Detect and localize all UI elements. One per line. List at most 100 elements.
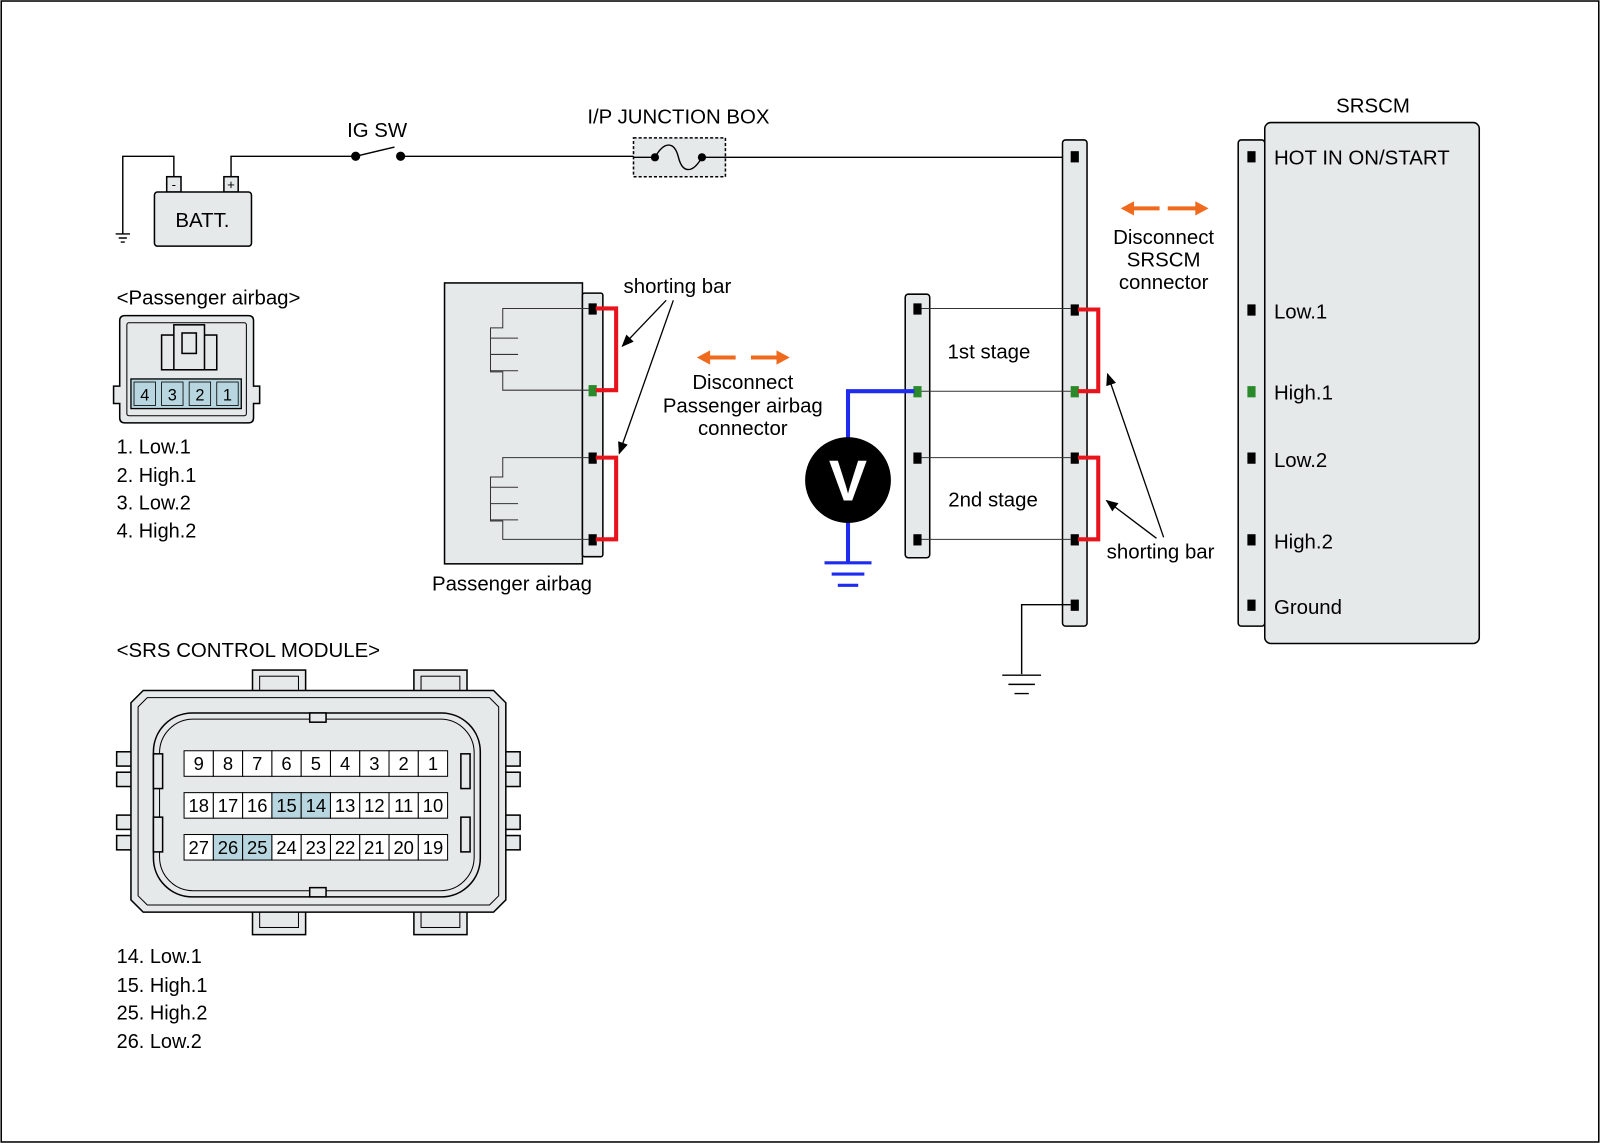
disconnect-airbag-line1: Disconnect — [692, 372, 793, 394]
disconnect-airbag-line2: Passenger airbag — [663, 396, 823, 418]
disconnect-srscm-arrows-icon — [1120, 201, 1209, 216]
srs-pin-cell: 10 — [417, 792, 449, 819]
stage-connector-pin — [913, 452, 922, 464]
srs-legend-item: 15. High.1 — [117, 975, 208, 997]
airbag-connector-pin-cell — [133, 381, 156, 406]
srs-pin-number: 20 — [393, 837, 413, 858]
stage-connector-pin — [913, 303, 922, 315]
srs-pin-cell: 2 — [388, 750, 419, 777]
battery — [153, 191, 253, 247]
srs-pin-number: 25 — [247, 837, 267, 858]
srs-pin-number: 11 — [394, 795, 413, 816]
ground-icon — [115, 233, 130, 243]
srs-pin-cell: 7 — [242, 750, 273, 777]
passenger-airbag — [443, 282, 604, 565]
ig-switch-label: IG SW — [347, 120, 408, 142]
srs-pin-cell: 8 — [212, 750, 244, 777]
connector-pin — [1070, 452, 1079, 464]
airbag-connector-pin-number: 4 — [140, 386, 149, 404]
srs-pin-cell: 27 — [183, 834, 214, 861]
srs-pin-cell: 3 — [359, 750, 390, 777]
srs-pin-number: 5 — [311, 753, 321, 774]
stage-1-label: 1st stage — [948, 342, 1031, 364]
srs-pin-cell-box — [417, 834, 449, 861]
srs-pin-cell-box — [417, 792, 449, 819]
srs-pin-number: 3 — [369, 753, 379, 774]
power-circuit: - + BATT. IG SW I/P JUNCTION BOX — [115, 107, 1071, 247]
airbag-pin — [588, 452, 597, 464]
srs-pin-cell: 21 — [359, 834, 390, 861]
srs-pin-number: 24 — [276, 837, 296, 858]
srs-pin-number: 26 — [218, 837, 238, 858]
airbag-connector-pin-number: 2 — [195, 386, 204, 404]
srs-pin-cell: 1 — [417, 750, 449, 777]
srs-pin-number: 12 — [364, 795, 384, 816]
srs-pin-cell: 24 — [271, 834, 302, 861]
srs-pin-cell: 4 — [329, 750, 361, 777]
voltmeter-symbol: V — [829, 450, 867, 514]
shorting-bar-1st-stage — [1077, 307, 1101, 394]
stage-test-connector — [904, 293, 1071, 559]
disconnect-airbag-line3: connector — [698, 418, 788, 440]
shorting-bar-label-right: shorting bar — [1107, 542, 1215, 564]
airbag-connector-pin-number: 3 — [168, 386, 177, 404]
srs-legend-item: 25. High.2 — [117, 1002, 208, 1024]
airbag-legend-item: 1. Low.1 — [117, 437, 191, 459]
srs-pin-cell: 9 — [183, 750, 214, 777]
fuse-icon — [633, 144, 726, 171]
srs-pin-cell: 6 — [271, 750, 302, 777]
srs-pin-number: 16 — [247, 795, 267, 816]
connector-pin — [1070, 534, 1079, 546]
srs-legend-item: 14. Low.1 — [117, 946, 202, 968]
srs-pin-number: 13 — [335, 795, 355, 816]
srs-pin-number: 23 — [306, 837, 326, 858]
airbag-legend-item: 3. Low.2 — [117, 493, 191, 515]
airbag-connector-pin-number: 1 — [223, 386, 232, 404]
srscm-terminal-hot-in: HOT IN ON/START — [1274, 147, 1450, 169]
srs-pin-cell: 19 — [417, 834, 449, 861]
disconnect-srscm-line1: Disconnect — [1113, 227, 1214, 249]
srs-pin-cell-box — [300, 834, 331, 861]
airbag-pin — [588, 534, 597, 546]
battery-negative-wire — [122, 155, 175, 234]
stage-2-label: 2nd stage — [948, 490, 1038, 512]
srscm: SRSCM HOT IN ON/START Low.1 High.1 Low.2… — [1237, 95, 1481, 645]
connector-pin — [1070, 304, 1079, 316]
srs-pin-cell-box — [271, 792, 302, 819]
srs-pin-cell-box — [359, 834, 390, 861]
srs-pin-cell: 5 — [300, 750, 331, 777]
srs-pin-number: 21 — [364, 837, 384, 858]
stage-connector-pin — [913, 534, 922, 546]
ground-wire — [1020, 603, 1071, 675]
airbag-legend-item: 4. High.2 — [117, 520, 197, 542]
srs-pin-number: 14 — [306, 795, 326, 816]
srscm-pin-high1 — [1247, 386, 1256, 398]
stage-connector-pin-high1 — [913, 386, 922, 398]
srs-pin-cell: 25 — [242, 834, 273, 861]
srs-pin-cell-box — [183, 750, 214, 777]
srscm-harness-connector — [1061, 139, 1088, 627]
srs-legend-item: 26. Low.2 — [117, 1031, 202, 1053]
srscm-terminal-low1: Low.1 — [1274, 302, 1327, 324]
srscm-terminal-low2: Low.2 — [1274, 450, 1327, 472]
srs-pin-cell: 11 — [388, 792, 419, 819]
disconnect-srscm-line2: SRSCM — [1127, 250, 1201, 272]
passenger-airbag-connector-title: <Passenger airbag> — [117, 287, 301, 309]
srs-pin-number: 17 — [218, 795, 238, 816]
srscm-pin — [1247, 599, 1256, 611]
srscm-terminal-ground: Ground — [1274, 597, 1342, 619]
airbag-connector-pin-cell — [216, 381, 239, 406]
srs-pin-cell: 18 — [183, 792, 214, 819]
shorting-bar-pointer — [1105, 499, 1157, 539]
disconnect-srscm-line3: connector — [1119, 272, 1209, 294]
srs-pin-cell: 23 — [300, 834, 331, 861]
srs-pin-cell-box — [242, 750, 273, 777]
battery-positive-wire — [230, 155, 356, 177]
srs-pin-cell: 15 — [271, 792, 302, 819]
passenger-airbag-label: Passenger airbag — [432, 573, 592, 595]
srs-pin-number: 27 — [188, 837, 208, 858]
connector-pin — [1070, 151, 1079, 163]
srscm-title: SRSCM — [1336, 95, 1410, 117]
shorting-bar-2nd-stage — [1077, 455, 1101, 542]
